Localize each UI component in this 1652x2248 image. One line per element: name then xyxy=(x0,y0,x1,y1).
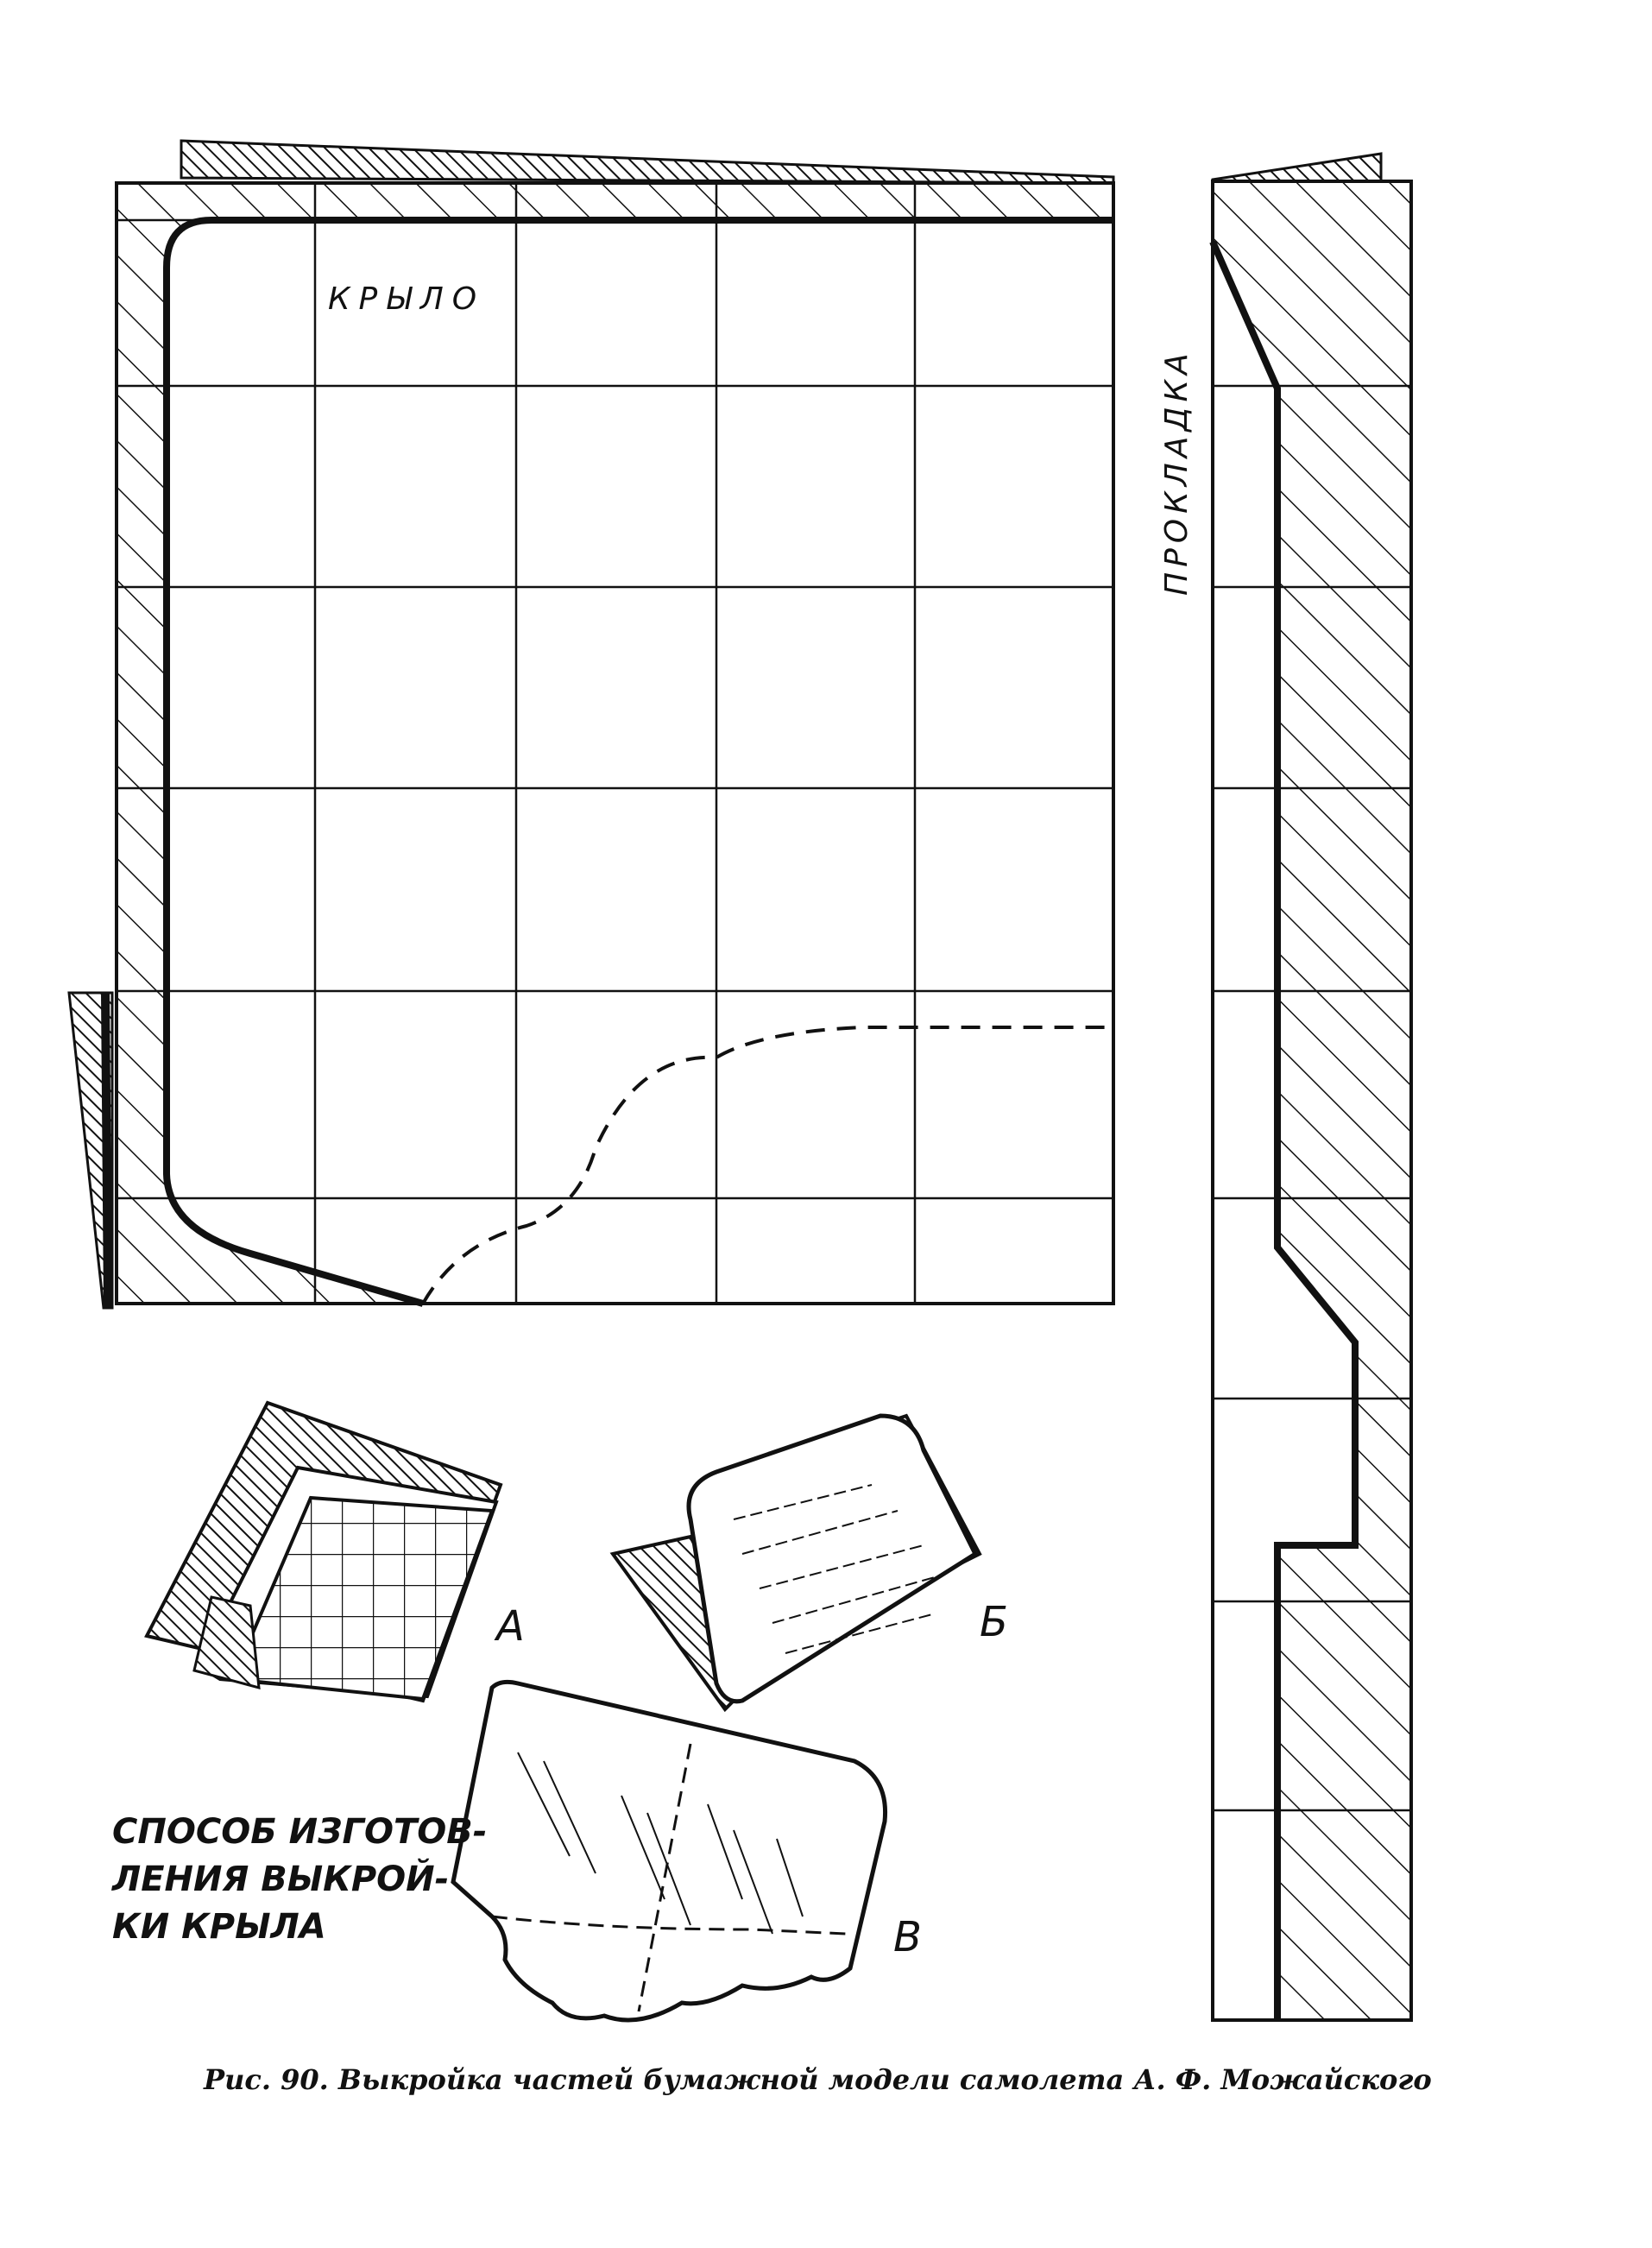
wing-inner-area xyxy=(167,220,1113,1304)
wing-top-flap xyxy=(180,139,1115,185)
wing-outline xyxy=(163,217,1113,1307)
spacer-outline xyxy=(1209,240,1359,2020)
wing-left-flap xyxy=(67,991,114,1310)
method-note: СПОСОБ ИЗГОТОВ- ЛЕНИЯ ВЫКРОЙ- КИ КРЫЛА xyxy=(111,1812,487,1947)
wing-pattern: КРЫЛО xyxy=(67,139,1115,1310)
method-line-1: СПОСОБ ИЗГОТОВ- xyxy=(112,1812,487,1852)
spacer-label: ПРОКЛАДКА xyxy=(1159,348,1195,596)
figure-caption: Рис. 90. Выкройка частей бумажной модели… xyxy=(203,2063,1432,2096)
method-line-2: ЛЕНИЯ ВЫКРОЙ- xyxy=(111,1858,449,1899)
wing-label: КРЫЛО xyxy=(328,281,485,317)
step-b-illustration: Б xyxy=(609,1413,1008,1713)
step-b-label: Б xyxy=(980,1598,1008,1646)
method-line-3: КИ КРЫЛА xyxy=(112,1907,326,1947)
step-a-illustration: А xyxy=(144,1400,525,1703)
step-v-illustration: В xyxy=(451,1679,922,2023)
step-v-label: В xyxy=(893,1913,922,1961)
spacer-grid xyxy=(1213,384,1411,1812)
spacer-frame xyxy=(1211,180,1413,2022)
spacer-pattern: ПРОКЛАДКА xyxy=(1159,152,1413,2022)
spacer-top-flap xyxy=(1211,152,1383,183)
wing-frame xyxy=(115,181,1115,1305)
wing-dashed-cut xyxy=(421,1026,1113,1304)
step-a-label: А xyxy=(494,1602,525,1651)
spacer-hatched-area xyxy=(1213,181,1411,2020)
